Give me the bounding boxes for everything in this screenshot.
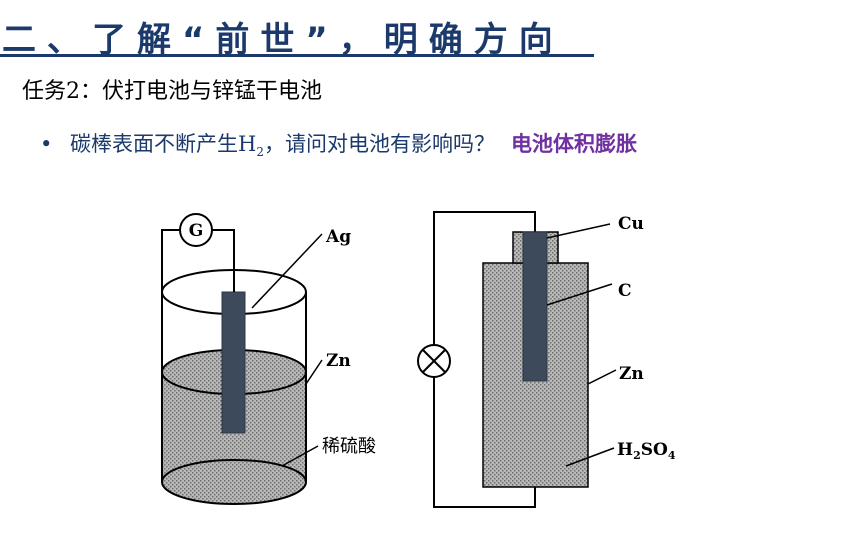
h2so4-sub-4: 4 <box>668 449 676 462</box>
question-text-end: ，请问对电池有影响吗？ <box>263 132 495 156</box>
label-ag: Ag <box>325 227 351 247</box>
leader-zn-right <box>587 369 617 385</box>
ag-electrode <box>221 291 246 434</box>
voltaic-cell: G Ag Zn 稀硫酸 <box>161 213 376 505</box>
leader-zn <box>305 359 323 385</box>
h2so4-h: H <box>617 440 633 460</box>
task-heading: 任务2：伏打电池与锌锰干电池 <box>22 79 322 104</box>
title-underline <box>0 54 594 57</box>
question-line: • 碳棒表面不断产生H2，请问对电池有影响吗？ 电池体积膨胀 <box>40 128 637 159</box>
question-subscript: 2 <box>256 145 264 160</box>
label-cu: Cu <box>618 214 644 234</box>
label-zn-right: Zn <box>619 364 644 384</box>
dry-cell: Cu C Zn H2SO4 <box>417 211 676 508</box>
slide-title: 二、了解“前世”，明确方向 <box>2 20 564 60</box>
h2so4-sub-2: 2 <box>633 449 641 462</box>
label-c: C <box>618 281 632 301</box>
label-zn-left: Zn <box>326 351 351 371</box>
electrolyte-body <box>162 372 306 504</box>
wire-left <box>161 229 180 304</box>
label-dilute-sulfuric-acid: 稀硫酸 <box>322 436 376 457</box>
leader-electrolyte <box>281 445 319 467</box>
answer-text: 电池体积膨胀 <box>510 132 637 156</box>
galvanometer-icon <box>179 213 213 247</box>
leader-h2so4 <box>565 447 615 467</box>
bulb-cross-2 <box>422 349 446 373</box>
leader-ag <box>251 233 323 309</box>
wire-right <box>212 229 235 292</box>
leader-cu <box>546 223 611 239</box>
h2so4-so: SO <box>641 440 668 460</box>
galvanometer-label: G <box>189 221 204 241</box>
bullet: • <box>40 132 53 156</box>
container-bottom <box>161 459 307 505</box>
carbon-rod <box>522 231 548 382</box>
leader-c <box>546 283 613 306</box>
label-h2so4: H2SO4 <box>617 440 676 462</box>
question-text-start: 碳棒表面不断产生H <box>70 132 257 156</box>
